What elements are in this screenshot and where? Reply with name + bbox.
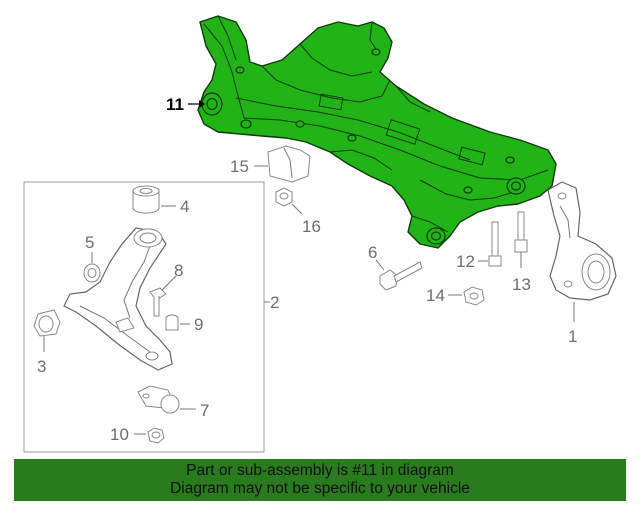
callout-10: 10 [110, 425, 129, 444]
callout-1: 1 [568, 327, 577, 346]
callout-15: 15 [230, 157, 249, 176]
crossmember-part-11[interactable] [197, 15, 557, 249]
parts-diagram: 11 15 16 4 5 8 9 2 3 7 10 6 12 13 14 1 [23, 15, 617, 453]
callout-4: 4 [180, 197, 189, 216]
nut-part-10[interactable] [147, 427, 165, 444]
nut-part-16[interactable] [275, 187, 293, 207]
callout-6: 6 [368, 243, 377, 262]
callout-3: 3 [37, 357, 46, 376]
banner-line-1: Part or sub-assembly is #11 in diagram [186, 462, 454, 479]
callout-5: 5 [85, 233, 94, 252]
callout-11: 11 [166, 95, 184, 114]
knuckle-part-1[interactable] [547, 181, 617, 301]
callout-13: 13 [512, 275, 531, 294]
bolt-part-6[interactable] [379, 261, 423, 291]
callout-16: 16 [302, 217, 321, 236]
bushing-part-3[interactable] [33, 309, 61, 337]
callout-8: 8 [174, 261, 183, 280]
ball-joint-part-7[interactable] [137, 385, 180, 414]
bolt-part-12[interactable] [488, 221, 502, 267]
callout-14: 14 [426, 286, 445, 305]
bushing-part-4[interactable] [132, 185, 160, 214]
callout-12: 12 [456, 252, 475, 271]
bolt-part-13[interactable] [514, 211, 528, 253]
bracket-part-15[interactable] [267, 145, 311, 183]
lower-arm-assembly-frame [23, 181, 265, 453]
banner-line-2: Diagram may not be specific to your vehi… [170, 480, 470, 497]
nut-part-14[interactable] [463, 286, 485, 306]
bushing-part-5[interactable] [83, 263, 101, 283]
callout-9: 9 [194, 315, 203, 334]
bolt-part-8[interactable] [149, 287, 167, 317]
callout-7: 7 [200, 401, 209, 420]
callout-2: 2 [270, 293, 279, 312]
notice-banner: Part or sub-assembly is #11 in diagram D… [14, 459, 626, 501]
pin-part-9[interactable] [165, 314, 179, 331]
lower-control-arm[interactable] [63, 227, 173, 371]
